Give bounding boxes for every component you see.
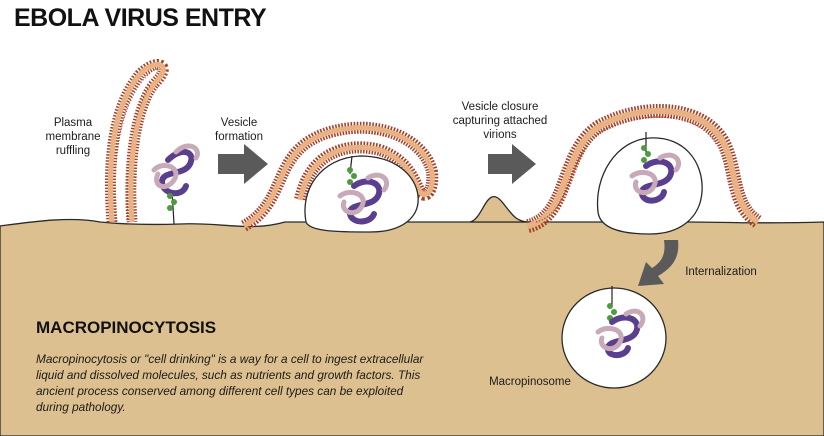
membrane-ruffle (104, 58, 169, 223)
label-vesicle-formation: Vesicle formation (215, 117, 263, 143)
forming-vesicle (240, 121, 439, 233)
virion-1 (151, 143, 200, 225)
membrane-bump (469, 196, 531, 223)
section-heading: MACROPINOCYTOSIS (36, 318, 217, 337)
arrow-right-icon (218, 144, 268, 184)
page-title: EBOLA VIRUS ENTRY (14, 4, 267, 32)
virion-3 (629, 132, 682, 204)
arrow-curved-down-icon (638, 240, 679, 286)
label-vesicle-closure: Vesicle closure capturing attached virio… (452, 101, 548, 141)
label-macropinosome: Macropinosome (489, 376, 571, 388)
arrow-right-icon (488, 144, 536, 184)
label-ruffling: Plasma membrane ruffling (45, 117, 101, 157)
label-internalization: Internalization (685, 266, 757, 278)
virion-2 (337, 155, 390, 225)
section-description: Macropinocytosis or "cell drinking" is a… (36, 352, 424, 414)
virion-4 (595, 286, 646, 358)
macropinosome-vesicle (561, 287, 667, 389)
